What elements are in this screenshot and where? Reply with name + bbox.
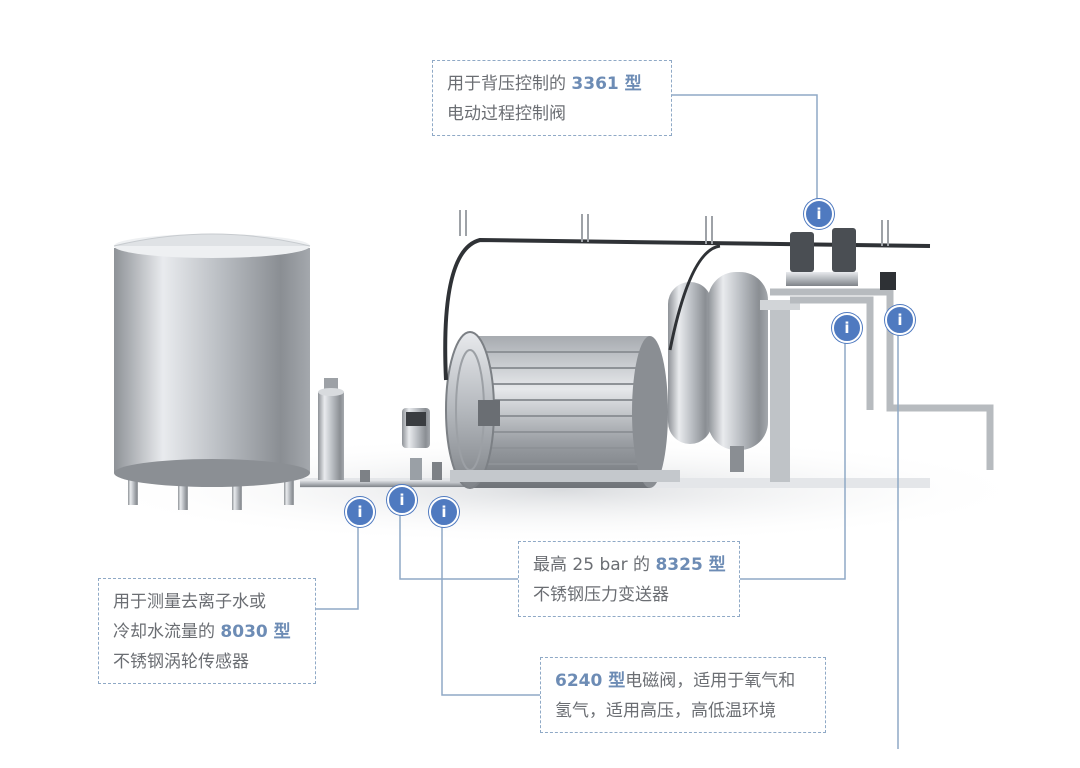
callout-sensor-8030: 用于测量去离子水或 冷却水流量的 8030 型 不锈钢涡轮传感器 — [98, 578, 316, 684]
info-icon: i — [441, 503, 447, 521]
info-marker-outlet-right[interactable]: i — [885, 305, 915, 335]
sensor-column — [318, 378, 344, 482]
outlet-piping — [770, 288, 994, 470]
info-marker-valve-3361[interactable]: i — [804, 199, 834, 229]
stack-frame — [450, 470, 680, 482]
info-icon: i — [844, 319, 850, 337]
support-frame — [770, 306, 790, 482]
actuator-left — [402, 408, 430, 448]
callout-valve-3361: 用于背压控制的 3361 型 电动过程控制阀 — [432, 60, 672, 136]
info-marker-sensor-8030[interactable]: i — [345, 497, 375, 527]
info-icon: i — [399, 491, 405, 509]
hose-hangers — [459, 210, 889, 246]
callout-line: 不锈钢涡轮传感器 — [113, 652, 249, 672]
storage-tank — [113, 233, 311, 510]
process-control-valves — [786, 228, 858, 286]
callout-line: 不锈钢压力变送器 — [533, 585, 669, 605]
info-icon: i — [816, 205, 822, 223]
callout-line: 电动过程控制阀 — [447, 104, 566, 124]
callout-line: 6240 型电磁阀，适用于氧气和 — [555, 671, 796, 691]
leader-lines — [316, 94, 899, 749]
callout-line: 用于测量去离子水或 — [113, 592, 266, 612]
gas-separators — [668, 272, 768, 472]
electrolyzer-stack — [445, 331, 668, 489]
info-icon: i — [357, 503, 363, 521]
callout-transmitter-8325: 最高 25 bar 的 8325 型 不锈钢压力变送器 — [518, 541, 740, 617]
callout-line: 氢气，适用高压，高低温环境 — [555, 701, 776, 721]
info-marker-transmitter-8325[interactable]: i — [832, 313, 862, 343]
info-icon: i — [897, 311, 903, 329]
feed-pipe — [300, 480, 470, 487]
hose-top — [443, 237, 931, 381]
info-marker-feed-transmitter[interactable]: i — [387, 485, 417, 515]
callout-line: 最高 25 bar 的 8325 型 — [533, 555, 726, 575]
callout-line: 用于背压控制的 3361 型 — [447, 74, 642, 94]
info-marker-solenoid-6240[interactable]: i — [429, 497, 459, 527]
callout-solenoid-6240: 6240 型电磁阀，适用于氧气和 氢气，适用高压，高低温环境 — [540, 657, 826, 733]
callout-line: 冷却水流量的 8030 型 — [113, 622, 291, 642]
